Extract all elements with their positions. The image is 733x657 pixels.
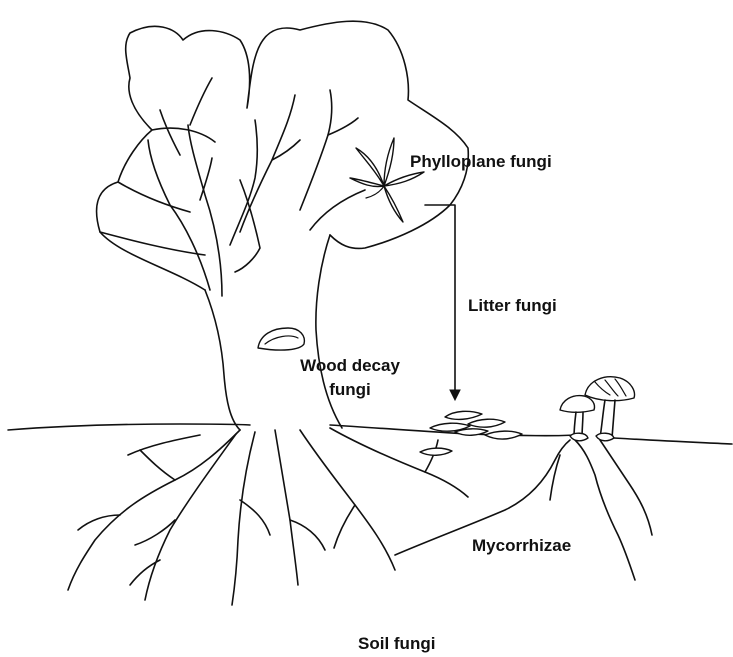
mushroom-volva-icon bbox=[570, 433, 588, 441]
tree-branch bbox=[310, 190, 365, 230]
tree-branch bbox=[188, 125, 222, 296]
tree-branch bbox=[148, 140, 210, 290]
mushroom-cap-icon bbox=[585, 377, 634, 401]
arrow-head-icon bbox=[450, 390, 460, 400]
litter-leaves-icon bbox=[420, 411, 522, 455]
tree-root bbox=[334, 505, 355, 548]
litter-fungi-label: Litter fungi bbox=[468, 296, 557, 316]
wood-decay-fungi-label-line2: fungi bbox=[290, 380, 410, 400]
litter-fall-arrow bbox=[425, 205, 455, 395]
tree-branch bbox=[240, 95, 295, 232]
mushroom-stem-icon bbox=[600, 400, 615, 438]
mycorrhizae-label: Mycorrhizae bbox=[472, 536, 571, 556]
tree-root bbox=[240, 500, 270, 535]
tree-root bbox=[140, 450, 175, 480]
phylloplane-fungi-label: Phylloplane fungi bbox=[410, 152, 552, 172]
canopy-lobe bbox=[118, 182, 190, 212]
mycorrhizal-hypha bbox=[575, 440, 635, 580]
tree-branch bbox=[328, 118, 358, 135]
tree-root bbox=[290, 520, 325, 550]
tree-root bbox=[330, 428, 468, 497]
tree-root bbox=[275, 430, 298, 585]
soil-fungi-label: Soil fungi bbox=[358, 634, 435, 654]
tree-root bbox=[145, 434, 236, 600]
ground-line bbox=[8, 424, 732, 444]
tree-root bbox=[425, 440, 438, 472]
tree-branch bbox=[190, 78, 212, 125]
mushroom-volva-icon bbox=[596, 433, 614, 441]
tree-trunk-left bbox=[205, 290, 240, 430]
phylloplane-leaves-icon bbox=[350, 138, 424, 222]
tree-root bbox=[232, 432, 255, 605]
wood-decay-fungi-label-line1: Wood decay bbox=[290, 356, 410, 376]
tree-branch bbox=[160, 110, 180, 155]
tree-branch bbox=[230, 120, 257, 245]
canopy-lobe bbox=[152, 128, 215, 142]
tree-branch bbox=[200, 158, 212, 200]
mushroom-cap-icon bbox=[560, 396, 595, 413]
tree-root bbox=[78, 515, 120, 530]
tree-branch bbox=[300, 90, 332, 210]
tree-root bbox=[128, 435, 200, 455]
tree-root bbox=[300, 430, 395, 570]
mycorrhizal-hypha bbox=[600, 440, 652, 535]
bracket-fungus-icon bbox=[258, 328, 304, 350]
